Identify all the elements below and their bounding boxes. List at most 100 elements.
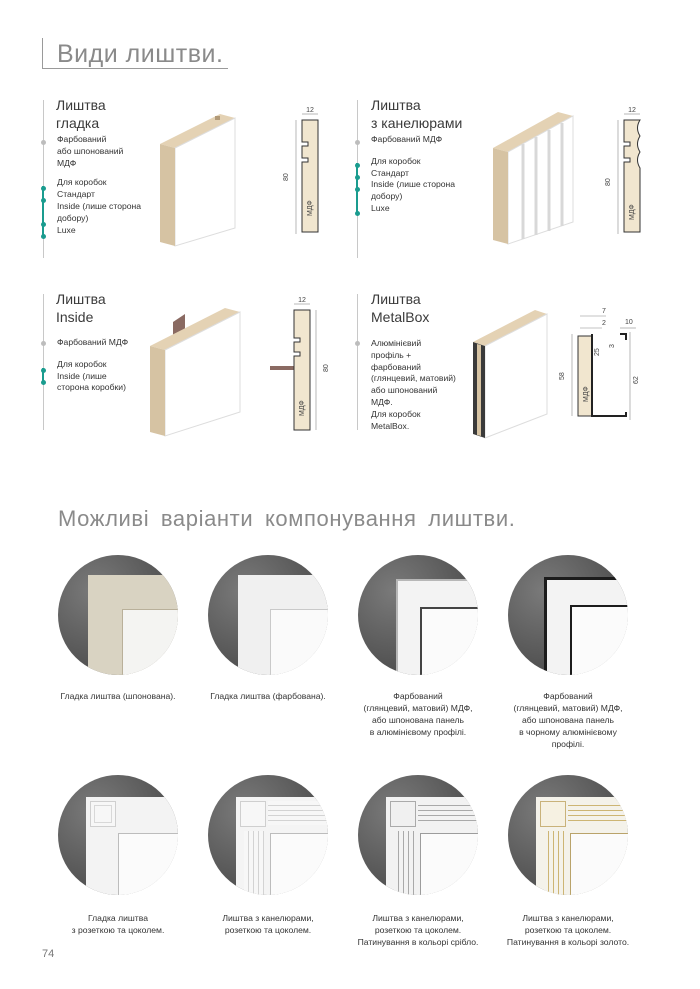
caption-line: Гладка лиштва (шпонована).	[60, 691, 176, 701]
caption-line: або шпонована панель	[521, 715, 615, 725]
product-title-line: з канелюрами	[371, 115, 463, 131]
desc-line: Для коробок	[57, 177, 107, 188]
product-title: Лиштва Inside	[56, 290, 106, 326]
timeline-dot	[41, 198, 46, 203]
caption-line: (глянцевий, матовий) МДФ,	[513, 703, 623, 713]
desc-line: або шпонований	[57, 145, 124, 156]
desc-line: Inside (лише	[57, 370, 107, 381]
product-title: Лиштва MetalBox	[371, 290, 429, 326]
variant-caption: Лиштва з канелюрами, розеткою та цоколем…	[343, 912, 493, 948]
dimension-label: 25	[594, 348, 601, 356]
timeline-dot	[41, 368, 46, 373]
desc-line: Inside (лише сторона	[57, 200, 142, 211]
product-description: Алюмінієвий профіль + фарбований (глянце…	[371, 338, 456, 432]
profile-drawing-inside: 12 80 МДФ	[270, 297, 330, 431]
desc-line: фарбований	[371, 361, 421, 372]
variant-caption: Лиштва з канелюрами, розеткою та цоколем…	[193, 912, 343, 936]
variant-circle-black-alu	[508, 555, 628, 675]
dimension-label: 7	[602, 308, 606, 315]
variant-caption: Гладка лиштва (шпонована).	[43, 690, 193, 702]
caption-line: в алюмінієвому профілі.	[369, 727, 467, 737]
product-timeline	[357, 294, 358, 430]
timeline-dot	[355, 211, 360, 216]
dimension-label: 10	[625, 319, 633, 326]
desc-line: Фарбований МДФ	[371, 134, 443, 144]
caption-line: Патинування в кольорі золото.	[506, 937, 630, 947]
timeline-accent	[42, 368, 44, 382]
caption-line: Фарбований	[543, 691, 593, 701]
product-timeline	[43, 294, 44, 430]
profile-drawing-metalbox: 7 2 25 10 3 58 62 МДФ	[559, 308, 640, 420]
caption-line: Гладка лиштва	[88, 913, 148, 923]
timeline-dot	[41, 341, 46, 346]
variant-circle-fluted	[208, 775, 328, 895]
variant-circle-alu	[358, 555, 478, 675]
dimension-label: 80	[283, 173, 290, 181]
caption-line: Гладка лиштва (фарбована).	[210, 691, 326, 701]
caption-line: Лиштва з канелюрами,	[522, 913, 614, 923]
caption-line: Фарбований	[393, 691, 443, 701]
desc-line: (глянцевий, матовий)	[371, 373, 456, 384]
dimension-label: 3	[609, 344, 616, 348]
variant-caption: Гладка лиштва з розеткою та цоколем.	[43, 912, 193, 936]
trim-render-fluted	[493, 112, 574, 245]
desc-line: добору)	[371, 191, 403, 202]
timeline-dot	[41, 222, 46, 227]
desc-line: Алюмінієвий	[371, 338, 422, 348]
desc-line: Стандарт	[57, 189, 95, 200]
variant-caption: Фарбований (глянцевий, матовий) МДФ, або…	[343, 690, 493, 738]
desc-line: сторона коробки)	[57, 382, 126, 393]
product-description: Фарбований або шпонований МДФ Для коробо…	[57, 134, 141, 236]
caption-line: Патинування в кольорі срібло.	[357, 937, 479, 947]
material-label: МДФ	[583, 386, 590, 402]
dimension-label: 2	[602, 320, 606, 327]
product-description: Фарбований МДФ Для коробок Стандарт Insi…	[371, 134, 455, 215]
trim-render-smooth	[160, 114, 236, 247]
title-underline	[42, 68, 228, 69]
desc-line: MetalBox.	[371, 420, 410, 431]
desc-line: профіль +	[371, 349, 412, 360]
desc-line: МДФ	[57, 157, 77, 168]
variant-caption: Фарбований (глянцевий, матовий) МДФ, або…	[493, 690, 643, 750]
product-timeline	[43, 100, 44, 258]
product-description: Фарбований МДФ Для коробок Inside (лише …	[57, 337, 128, 394]
dimension-label: 12	[306, 107, 314, 114]
caption-line: розеткою та цоколем.	[524, 925, 612, 935]
timeline-accent	[42, 186, 44, 238]
trim-render-inside	[150, 308, 241, 437]
material-label: МДФ	[299, 400, 306, 416]
timeline-dot	[355, 140, 360, 145]
caption-line: профілі.	[551, 739, 585, 749]
product-title-line: Лиштва	[56, 291, 106, 307]
caption-line: або шпонована панель	[371, 715, 465, 725]
material-label: МДФ	[629, 204, 636, 220]
page-title: Види лиштви.	[57, 40, 224, 68]
caption-line: розеткою та цоколем.	[224, 925, 312, 935]
product-title-line: Inside	[56, 309, 94, 325]
title-bracket-line	[42, 38, 43, 68]
variant-circle-painted	[208, 555, 328, 675]
desc-line: або шпонований	[371, 385, 438, 396]
timeline-dot	[41, 234, 46, 239]
variant-circle-gold	[508, 775, 628, 895]
product-title-line: Лиштва	[371, 97, 421, 113]
product-title: Лиштва гладка	[56, 96, 106, 132]
desc-line: Для коробок	[57, 358, 107, 369]
desc-line: Для коробок	[371, 155, 421, 166]
dimension-label: 12	[628, 107, 636, 114]
product-title: Лиштва з канелюрами	[371, 96, 462, 132]
desc-line: Luxe	[371, 202, 390, 213]
caption-line: з розеткою та цоколем.	[71, 925, 165, 935]
variant-caption: Лиштва з канелюрами, розеткою та цоколем…	[493, 912, 643, 948]
material-label: МДФ	[307, 200, 314, 216]
desc-line: Фарбований МДФ	[57, 337, 129, 347]
desc-line: Inside (лише сторона	[371, 179, 456, 190]
profile-drawing-smooth: 12 80 МДФ	[283, 107, 319, 234]
product-title-line: MetalBox	[371, 309, 430, 325]
timeline-dot	[355, 175, 360, 180]
desc-line: Luxe	[57, 224, 76, 235]
desc-line: МДФ.	[371, 396, 393, 407]
variant-circle-veneer	[58, 555, 178, 675]
dimension-label: 80	[605, 178, 612, 186]
timeline-dot	[41, 140, 46, 145]
